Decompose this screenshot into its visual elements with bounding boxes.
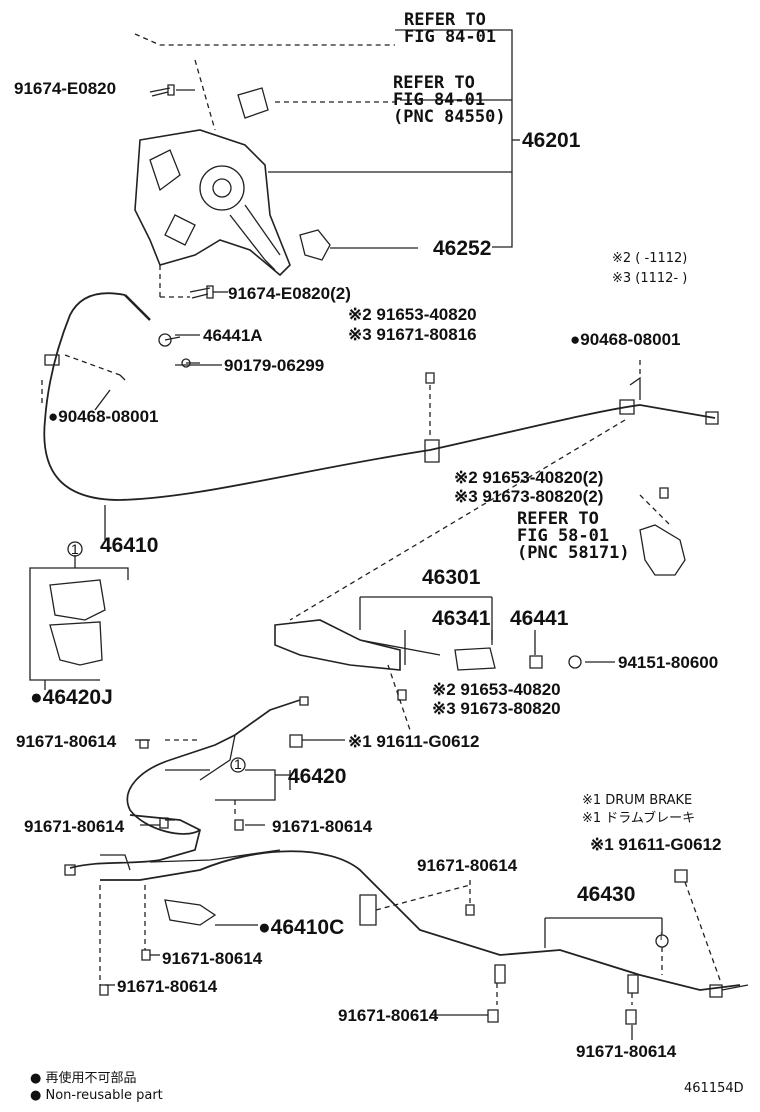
part-46301: 46301: [422, 566, 481, 589]
note-3: ※3 (1112- ): [612, 271, 688, 286]
part-91671-80614-b: 91671-80614: [24, 817, 125, 836]
part-46441: 46441: [510, 607, 569, 630]
part-46201: 46201: [522, 129, 581, 152]
part-91673-80820-2: ※3 91673-80820(2): [454, 487, 604, 506]
part-46430: 46430: [577, 883, 636, 906]
part-91671-80614-a: 91671-80614: [16, 732, 117, 751]
part-91653-40820: ※2 91653-40820: [348, 305, 477, 324]
part-91671-80614-e: 91671-80614: [162, 949, 263, 968]
bracket-46201: [395, 29, 513, 248]
refer-line: REFER TO: [404, 10, 486, 30]
part-91671-80614-c: 91671-80614: [272, 817, 373, 836]
refer-line: FIG 84-01: [404, 27, 497, 47]
refer-fig-84-label-2: REFER TO FIG 84-01 (PNC 84550): [393, 75, 506, 126]
part-91611-g0612: ※1 91611-G0612: [348, 732, 480, 751]
part-46252: 46252: [433, 237, 492, 260]
refer-fig-84-label-1: REFER TO FIG 84-01: [404, 12, 496, 46]
part-94151-80600: 94151-80600: [618, 653, 719, 672]
callout-circle-1: 1: [71, 541, 79, 557]
part-46420: 46420: [288, 765, 347, 788]
part-91653-40820-b: ※2 91653-40820: [432, 680, 561, 699]
callout-circle-i: i: [660, 932, 663, 943]
callout-circle-1b: 1: [234, 756, 242, 772]
refer-line: FIG 58-01: [517, 526, 610, 546]
equalizer-46301: [274, 619, 401, 671]
part-91671-80614-d: 91671-80614: [417, 856, 518, 875]
part-91671-80614-h: 91671-80614: [576, 1042, 677, 1061]
refer-line: (PNC 84550): [393, 107, 506, 127]
refer-line: REFER TO: [517, 509, 599, 529]
part-90468-08001-right: ●90468-08001: [570, 330, 681, 349]
part-91671-80816: ※3 91671-80816: [348, 325, 477, 344]
part-46410: 46410: [100, 534, 159, 557]
part-91671-80614-g: 91671-80614: [338, 1006, 439, 1025]
figure-code: 461154D: [684, 1081, 744, 1096]
rear-cable-46430: [100, 850, 741, 991]
note-2: ※2 ( -1112): [612, 251, 688, 266]
refer-line: FIG 84-01: [393, 90, 486, 110]
part-91674-e0820-2: 91674-E0820(2): [228, 284, 351, 303]
parking-pedal-assembly: [134, 129, 291, 277]
part-91674-e0820: 91674-E0820: [14, 79, 117, 98]
legend-en: ● Non-reusable part: [30, 1088, 163, 1103]
part-90468-08001-left: ●90468-08001: [48, 407, 159, 426]
part-90179-06299: 90179-06299: [224, 356, 325, 375]
part-46410c: ●46410C: [258, 916, 345, 939]
part-91611-g0612-b: ※1 91611-G0612: [590, 835, 722, 854]
brake-backing-part: [639, 524, 686, 576]
note-drum-brake-en: ※1 DRUM BRAKE: [582, 793, 693, 808]
part-91653-40820-2: ※2 91653-40820(2): [454, 468, 604, 487]
pedal-pad-46252: [299, 229, 331, 261]
refer-line: REFER TO: [393, 73, 475, 93]
refer-line: (PNC 58171): [517, 543, 630, 563]
part-91671-80614-f: 91671-80614: [117, 977, 218, 996]
front-cable-46410: [43, 292, 716, 501]
part-46441a: 46441A: [203, 326, 263, 345]
legend-jp: ● 再使用不可部品: [30, 1071, 137, 1086]
refer-fig-58-label: REFER TO FIG 58-01 (PNC 58171): [517, 511, 630, 562]
part-46341: 46341: [432, 607, 491, 630]
note-drum-brake-jp: ※1 ドラムブレーキ: [582, 811, 696, 826]
part-91673-80820-b: ※3 91673-80820: [432, 699, 561, 718]
part-46420j: ●46420J: [30, 686, 113, 709]
